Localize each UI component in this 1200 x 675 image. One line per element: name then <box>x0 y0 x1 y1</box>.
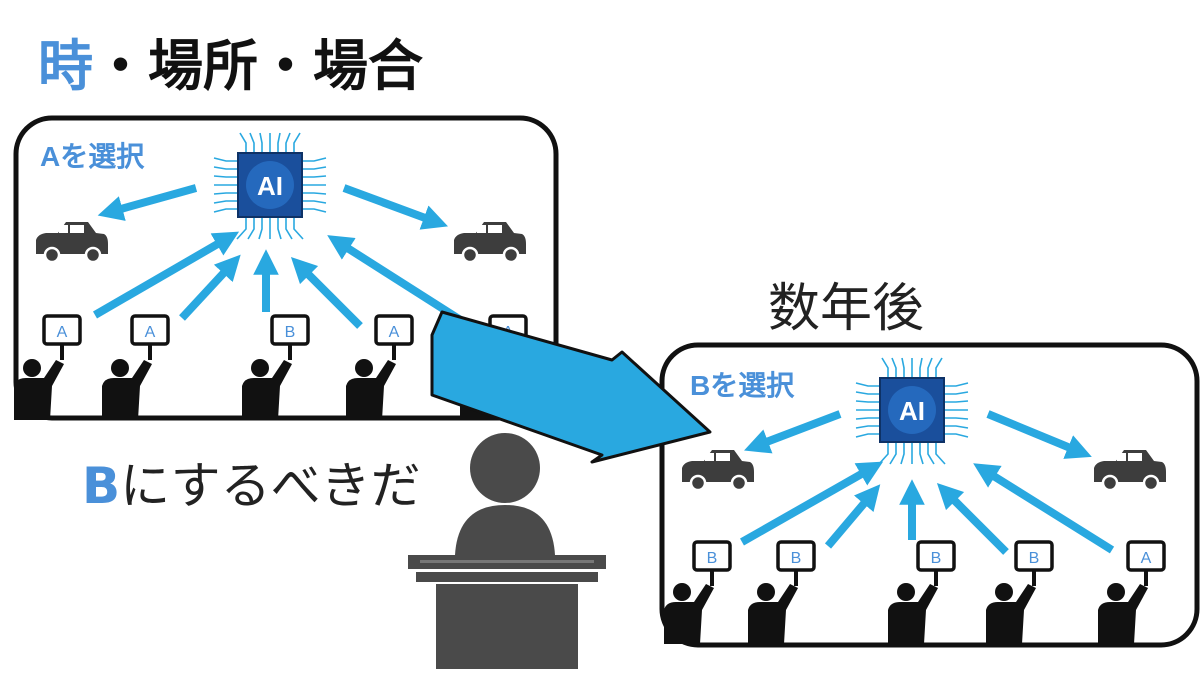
voter-with-sign: B <box>242 314 310 420</box>
years-later-label: 数年後 <box>768 279 925 339</box>
sign-letter: B <box>1029 550 1040 567</box>
arrow <box>342 184 449 230</box>
person-icon <box>986 583 1036 644</box>
arrow <box>973 463 1115 554</box>
ai-chip-icon: AI <box>213 132 327 240</box>
arrow <box>327 235 473 330</box>
sign-letter: A <box>1141 550 1152 567</box>
sign-letter: B <box>791 550 802 567</box>
ai-chip-icon: AI <box>855 357 969 465</box>
person-icon <box>242 359 292 420</box>
sign-letter: B <box>285 324 296 341</box>
car-icon <box>36 222 108 264</box>
choice-label: Bを選択 <box>690 370 795 401</box>
voter-with-sign: A <box>346 314 414 420</box>
sign-letter: A <box>57 324 68 341</box>
speech-highlight: B <box>82 457 121 515</box>
arrow <box>744 410 842 454</box>
panel-after: Bを選択 AI B B B B A <box>659 342 1200 648</box>
car-icon <box>454 222 526 264</box>
car-icon <box>682 450 754 492</box>
title-rest: ・場所・場合 <box>93 34 424 98</box>
circuit-traces <box>855 357 969 465</box>
sign-letter: B <box>931 550 942 567</box>
panel-before: Aを選択 AI AABAA <box>13 115 559 421</box>
big-arrow-icon <box>430 310 712 464</box>
arrow <box>92 231 240 319</box>
person-icon <box>664 583 714 644</box>
ai-label: AI <box>257 171 283 201</box>
person-icon <box>14 359 64 420</box>
voter-with-sign: A <box>102 314 170 420</box>
sign-letter: A <box>389 324 400 341</box>
circuit-traces <box>213 132 327 240</box>
arrow <box>740 461 884 546</box>
arrow-group <box>92 184 473 330</box>
ai-label: AI <box>899 396 925 426</box>
arrow <box>986 410 1092 459</box>
arrow-group <box>740 410 1115 555</box>
arrow <box>824 484 881 549</box>
voter-with-sign: B <box>664 540 732 644</box>
voter-with-sign: B <box>748 540 816 644</box>
speech-text: Bにするべきだ <box>82 446 421 518</box>
speech-rest: にするべきだ <box>120 457 421 515</box>
voter-with-sign: A <box>1098 540 1166 644</box>
sign-letter: A <box>145 324 156 341</box>
person-icon <box>102 359 152 420</box>
voter-with-sign: B <box>986 540 1054 644</box>
person-icon <box>748 583 798 644</box>
car-icon <box>1094 450 1166 492</box>
arrow <box>936 482 1009 555</box>
arrow <box>290 256 363 329</box>
arrow <box>97 184 198 221</box>
page-title: 時・場所・場合 <box>38 26 423 106</box>
person-icon <box>1098 583 1148 644</box>
person-icon <box>888 583 938 644</box>
voter-with-sign: B <box>888 540 956 644</box>
choice-label: Aを選択 <box>40 141 145 172</box>
sign-letter: B <box>707 550 718 567</box>
speaker-at-podium-icon <box>408 433 606 669</box>
person-icon <box>346 359 396 420</box>
title-highlight: 時 <box>38 34 94 98</box>
arrow <box>179 254 241 321</box>
voter-with-sign: A <box>14 314 82 420</box>
